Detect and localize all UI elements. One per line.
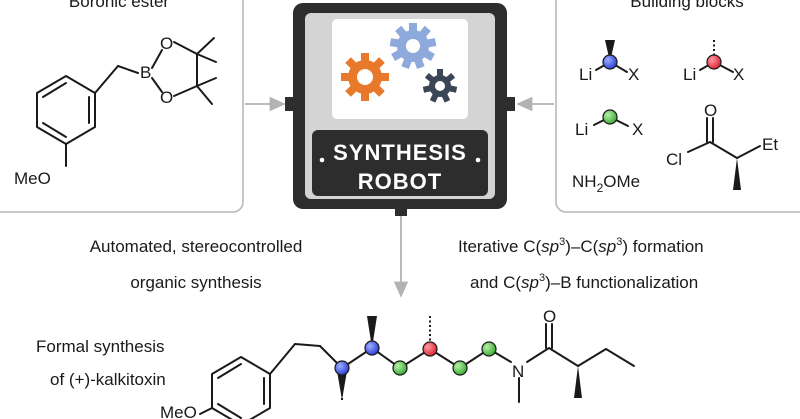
building-blocks-title: Building blocks: [630, 0, 743, 11]
caption-formal-synthesis-line2: of (+)-kalkitoxin: [50, 370, 166, 389]
product-blue-atom-2: [364, 340, 380, 356]
x-label: X: [628, 65, 639, 84]
gears-icon: [341, 23, 458, 103]
kalkitoxin-product-structure: MeO N O: [160, 307, 635, 419]
caption-automated-line2: organic synthesis: [130, 273, 261, 292]
methoxy-label: MeO: [160, 403, 197, 419]
product-green-atom-1: [392, 360, 408, 376]
caption-automated-line1: Automated, stereocontrolled: [90, 237, 303, 256]
robot-right-port: [507, 97, 515, 111]
carbonyl-oxygen-label: O: [704, 101, 717, 120]
nitrogen-label: N: [512, 362, 524, 381]
li-label: Li: [575, 120, 588, 139]
product-green-atom-2: [452, 360, 468, 376]
oxygen-label-top: O: [160, 34, 173, 53]
product-red-atom: [422, 341, 438, 357]
red-building-block: Li X: [683, 40, 744, 84]
methoxyamine-label: NH2OMe: [572, 172, 640, 195]
oxygen-label-bottom: O: [160, 88, 173, 107]
product-blue-atom-1: [334, 360, 350, 376]
x-label: X: [733, 65, 744, 84]
synthesis-robot: SYNTHESIS ROBOT: [285, 3, 515, 216]
robot-left-port: [285, 97, 293, 111]
li-label: Li: [683, 65, 696, 84]
ethyl-label: Et: [762, 135, 778, 154]
boronic-ester-panel: Boronic ester B O O MeO: [0, 0, 244, 213]
robot-label-line2: ROBOT: [358, 169, 442, 194]
methoxy-label: MeO: [14, 169, 51, 188]
boronic-ester-title: Boronic ester: [69, 0, 169, 11]
boronic-ester-structure: B O O MeO: [14, 34, 217, 188]
caption-iterative-line1: Iterative C(sp3)–C(sp3) formation: [458, 236, 704, 256]
li-label: Li: [579, 65, 592, 84]
amide-oxygen-label: O: [543, 307, 556, 326]
robot-bottom-port: [395, 206, 407, 216]
green-building-block: Li X: [575, 109, 643, 139]
blue-building-block: Li X: [579, 40, 639, 84]
red-carbon-atom: [706, 54, 722, 70]
green-carbon-atom: [602, 109, 618, 125]
boron-label: B: [140, 63, 151, 82]
x-label: X: [632, 120, 643, 139]
acid-chloride: O Cl Et: [666, 101, 778, 190]
blue-carbon-atom: [602, 54, 618, 70]
robot-label-line1: SYNTHESIS: [333, 140, 467, 165]
robot-label-plate: [312, 130, 488, 196]
caption-iterative-line2: and C(sp3)–B functionalization: [470, 272, 698, 292]
product-green-atom-3: [481, 341, 497, 357]
building-blocks-panel: Building blocks Li X Li X Li X: [555, 0, 800, 213]
caption-formal-synthesis-line1: Formal synthesis: [36, 337, 164, 356]
chlorine-label: Cl: [666, 150, 682, 169]
